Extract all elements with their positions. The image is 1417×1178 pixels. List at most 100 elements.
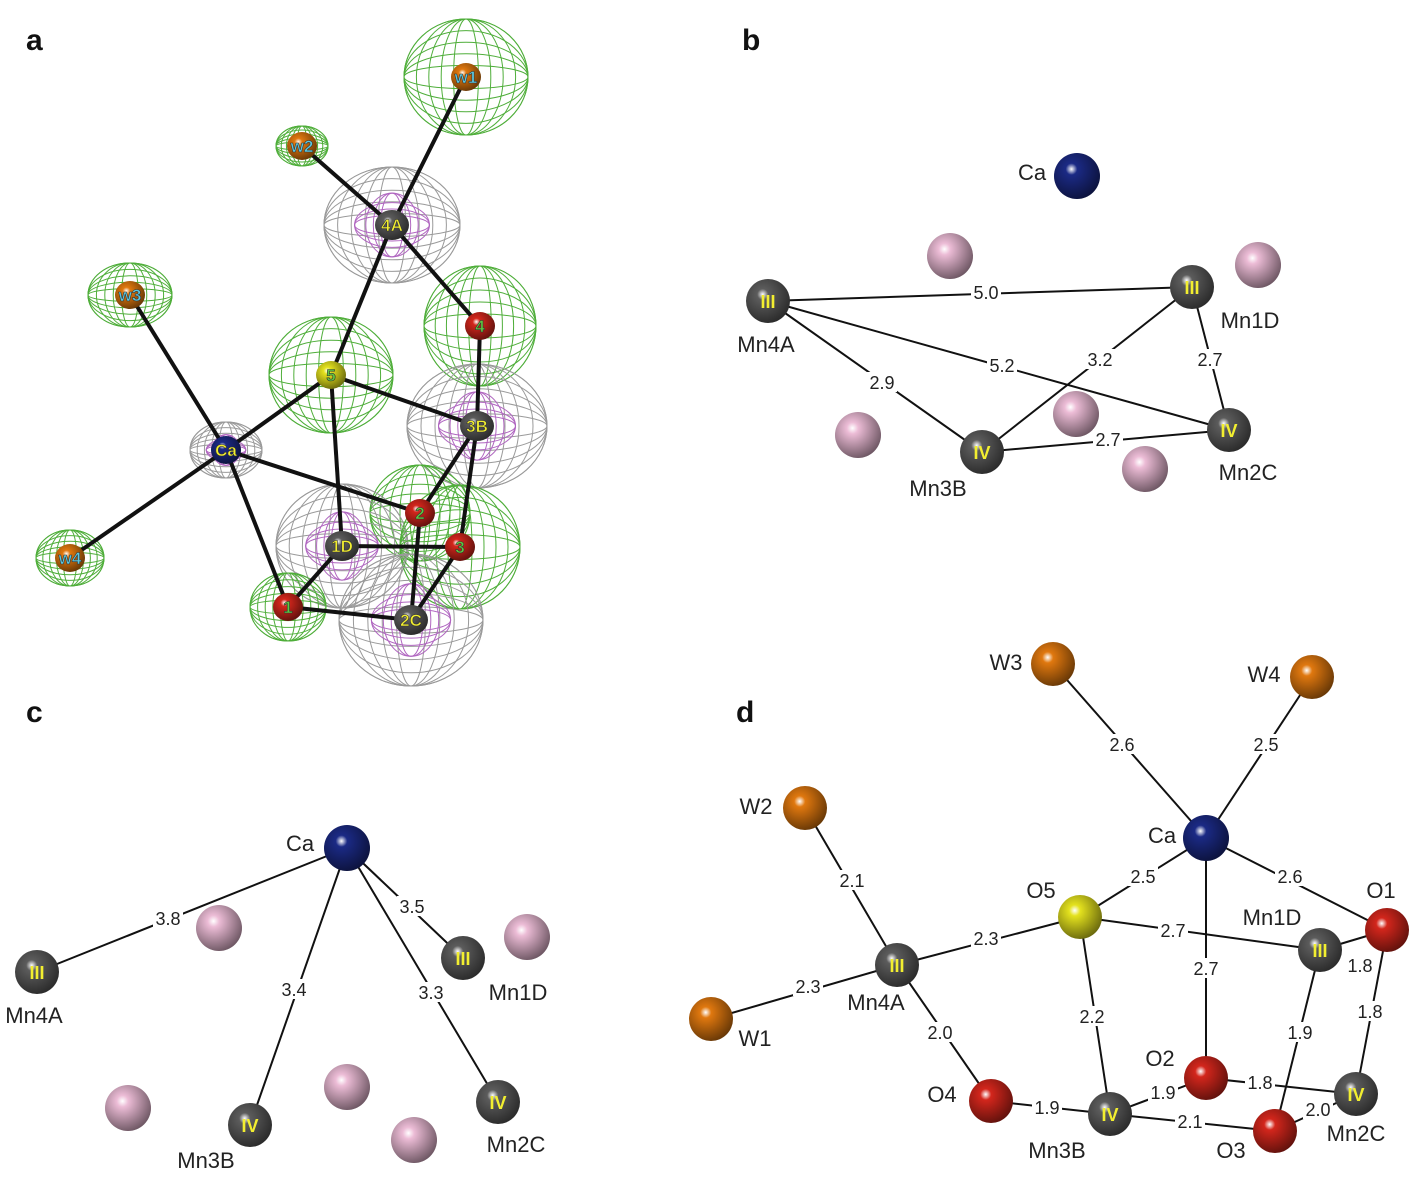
atom-sphere [211, 436, 241, 464]
atom-label: Mn2C [1219, 460, 1278, 485]
atom-O3: O3 [1216, 1109, 1297, 1163]
bond-5-1D [329, 374, 344, 547]
atom-Ca: Ca [1018, 153, 1100, 199]
atom-sphere [445, 533, 475, 561]
atom-2: 2 [405, 499, 435, 527]
distance-label: 3.2 [1087, 350, 1112, 370]
atom-label: Mn2C [487, 1132, 546, 1157]
pink-sphere [504, 914, 550, 960]
bond-line [346, 847, 499, 1103]
atom-w3: w3 [115, 281, 145, 309]
bond-5-Ca [224, 373, 333, 452]
atom-5: 5 [316, 361, 346, 389]
atom-label: Ca [215, 441, 237, 460]
distance-label-bg [1303, 1099, 1333, 1119]
bond-Ca-Mn2C [346, 847, 499, 1103]
atom-w2: w2 [287, 132, 317, 160]
atom-sphere [316, 361, 346, 389]
pink-sphere [927, 233, 973, 279]
oxidation-state: III [1312, 941, 1327, 961]
atom-sphere [476, 1080, 520, 1124]
atom-label: Mn2C [1327, 1121, 1386, 1146]
distance-label-bg [925, 1022, 955, 1042]
distance-label-bg [1077, 1006, 1107, 1026]
atom-sphere [273, 593, 303, 621]
atom-sphere [287, 132, 317, 160]
distance-label: 2.6 [1277, 867, 1302, 887]
atom-Ca: Ca [286, 825, 370, 871]
atom-3B: 3B [460, 411, 494, 441]
distance-label-bg [1345, 955, 1375, 975]
distance-label: 2.1 [1177, 1112, 1202, 1132]
distance-label: 2.0 [927, 1023, 952, 1043]
bond-Ca-1 [224, 449, 290, 608]
distance-label: 2.6 [1109, 735, 1134, 755]
distance-label-bg [1285, 1022, 1315, 1042]
bond-W4-Ca [1205, 676, 1313, 839]
mesh-w1 [403, 18, 529, 136]
oxidation-state: III [760, 292, 775, 312]
atom-sphere [1334, 1072, 1378, 1116]
distance-label: 2.9 [869, 373, 894, 393]
distance-label-bg [1275, 866, 1305, 886]
atom-label: 2 [415, 504, 424, 523]
distance-label: 2.7 [1197, 350, 1222, 370]
atom-sphere [228, 1103, 272, 1147]
atom-2C: 2C [394, 605, 428, 635]
distance-label-bg [416, 982, 446, 1002]
distance-label-bg [1085, 349, 1115, 369]
atom-label: W2 [740, 794, 773, 819]
oxidation-state: IV [1347, 1085, 1364, 1105]
oxidation-state: IV [241, 1116, 258, 1136]
bond-Ca-w4 [68, 448, 228, 560]
atom-W4: W4 [1248, 655, 1334, 699]
atom-label: 5 [326, 366, 335, 385]
bond-line [1205, 1077, 1357, 1095]
atom-label: w2 [290, 137, 314, 156]
bond-line [1079, 916, 1321, 951]
distance-label: 3.4 [281, 980, 306, 1000]
atom-O5: O5 [1026, 878, 1102, 939]
atom-sphere [689, 997, 733, 1041]
atom-label: 1 [283, 598, 292, 617]
distance-label: 1.8 [1347, 956, 1372, 976]
atom-Mn2C: IV Mn2C [1327, 1072, 1386, 1146]
panel-label-d: d [736, 696, 754, 729]
bond-line [36, 847, 348, 973]
atom-4A: 4A [375, 210, 409, 240]
atom-sphere [1058, 895, 1102, 939]
distance-label: 2.5 [1253, 735, 1278, 755]
atom-label: Ca [286, 831, 315, 856]
atom-sphere [15, 950, 59, 994]
atom-sphere [375, 210, 409, 240]
atom-4: 4 [465, 312, 495, 340]
atom-sphere [465, 312, 495, 340]
atom-label: W3 [990, 650, 1023, 675]
atom-1: 1 [273, 593, 303, 621]
distance-label-bg [279, 979, 309, 999]
atom-sphere [324, 825, 370, 871]
atom-sphere [1365, 908, 1409, 952]
atom-label: Mn3B [1028, 1138, 1085, 1163]
atom-sphere [1054, 153, 1100, 199]
distance-label-bg [153, 908, 183, 928]
bond-line [981, 286, 1193, 453]
pink-sphere [196, 905, 242, 951]
distance-label: 3.5 [399, 897, 424, 917]
bond-3B-3 [458, 425, 479, 548]
pink-sphere [1053, 391, 1099, 437]
density-meshes [35, 18, 548, 687]
atom-sphere [783, 786, 827, 830]
